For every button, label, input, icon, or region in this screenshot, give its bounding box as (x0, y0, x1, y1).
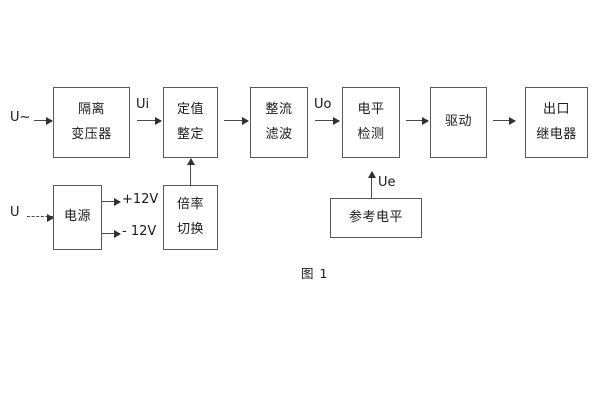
block-line: 整定 (176, 126, 204, 142)
block-setting-value[interactable]: 定值 整定 (163, 87, 218, 158)
block-isolation-transformer[interactable]: 隔离 变压器 (53, 87, 130, 158)
block-line: 电源 (63, 209, 91, 225)
ue-label: Ue (378, 175, 396, 190)
block-rectify-filter[interactable]: 整流 滤波 (250, 87, 308, 158)
block-line: 变压器 (71, 126, 112, 142)
neg12v-arrow (102, 229, 121, 238)
ac-input-label: U~ (10, 110, 31, 125)
block-line: 继电器 (536, 126, 577, 142)
block-line: 隔离 (77, 101, 105, 117)
reference-to-level-arrow (367, 171, 376, 198)
block-line: 整流 (265, 101, 293, 117)
ac-input-arrow (34, 116, 53, 125)
block-drive[interactable]: 驱动 (430, 87, 487, 158)
pos12v-arrow (102, 197, 121, 206)
block-line: 滤波 (265, 126, 293, 142)
block-line: 倍率 (176, 196, 204, 212)
neg12v-label: - 12V (122, 224, 157, 239)
ui-label: Ui (136, 97, 150, 112)
dc-input-arrow (27, 213, 54, 222)
figure-caption: 图 1 (301, 266, 329, 281)
multiplier-to-setting-arrow (186, 158, 195, 185)
block-power-supply[interactable]: 电源 (53, 185, 102, 250)
block-level-detection[interactable]: 电平 检测 (342, 87, 400, 158)
drive-to-relay-arrow (493, 116, 516, 125)
uo-label: Uo (314, 97, 332, 112)
block-line: 参考电平 (348, 209, 403, 225)
block-line: 驱动 (444, 114, 472, 130)
block-line: 检测 (357, 126, 385, 142)
block-line: 定值 (176, 101, 204, 117)
uo-arrow (315, 116, 340, 125)
block-reference-level[interactable]: 参考电平 (330, 198, 422, 238)
level-to-drive-arrow (406, 116, 429, 125)
setting-to-rectify-arrow (224, 116, 249, 125)
block-line: 切换 (176, 221, 204, 237)
block-line: 电平 (357, 101, 385, 117)
block-line: 出口 (542, 101, 570, 117)
dc-input-label: U (10, 205, 20, 220)
pos12v-label: +12V (122, 192, 159, 207)
ui-arrow (137, 116, 162, 125)
block-multiplier-switch[interactable]: 倍率 切换 (163, 185, 218, 250)
block-output-relay[interactable]: 出口 继电器 (525, 87, 588, 158)
